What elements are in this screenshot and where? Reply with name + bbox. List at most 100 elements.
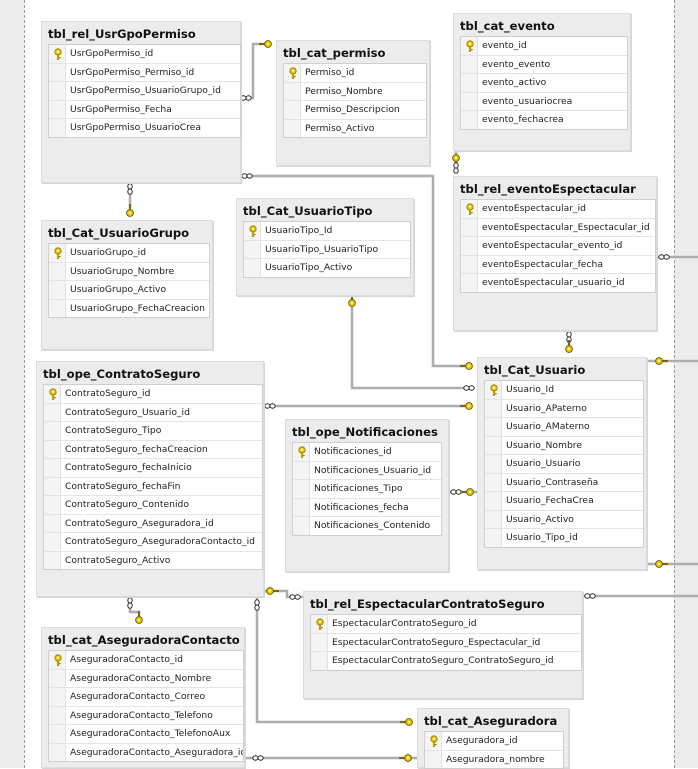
relationship-line[interactable] bbox=[130, 597, 139, 620]
table-title[interactable]: tbl_cat_evento bbox=[454, 17, 630, 36]
table-column[interactable]: Permiso_id bbox=[284, 64, 426, 83]
table-column[interactable]: evento_activo bbox=[461, 74, 627, 93]
table-title[interactable]: tbl_rel_EspectacularContratoSeguro bbox=[304, 595, 582, 614]
table-column[interactable]: Usuario_Nombre bbox=[485, 437, 643, 456]
column-name: Usuario_AMaterno bbox=[506, 418, 590, 437]
table-column[interactable]: AseguradoraContacto_id bbox=[49, 651, 243, 670]
table-column[interactable]: eventoEspectacular_Espectacular_id bbox=[461, 219, 655, 238]
table-column[interactable]: UsuarioGrupo_Activo bbox=[49, 281, 209, 300]
primary-key-icon bbox=[429, 735, 439, 747]
table-column[interactable]: evento_evento bbox=[461, 56, 627, 75]
table-column[interactable]: Aseguradora_id bbox=[425, 732, 563, 751]
table-column[interactable]: Aseguradora_nombre bbox=[425, 751, 563, 769]
column-name: Usuario_Activo bbox=[506, 511, 574, 530]
table-title[interactable]: tbl_ope_Notificaciones bbox=[286, 423, 448, 442]
table-column[interactable]: ContratoSeguro_Activo bbox=[44, 552, 262, 571]
table-column[interactable]: Usuario_Tipo_id bbox=[485, 529, 643, 548]
table-title[interactable]: tbl_rel_eventoEspectacular bbox=[454, 180, 656, 199]
table-column[interactable]: Usuario_Id bbox=[485, 381, 643, 400]
table-column[interactable]: ContratoSeguro_Usuario_id bbox=[44, 404, 262, 423]
table-column[interactable]: evento_id bbox=[461, 37, 627, 56]
relationship-line[interactable] bbox=[241, 44, 266, 98]
table-column[interactable]: UsuarioGrupo_id bbox=[49, 244, 209, 263]
table-column[interactable]: UsrGpoPermiso_UsuarioCrea bbox=[49, 119, 240, 138]
table-column[interactable]: eventoEspectacular_fecha bbox=[461, 256, 655, 275]
table-column[interactable]: ContratoSeguro_Aseguradora_id bbox=[44, 515, 262, 534]
relationship-line[interactable] bbox=[264, 591, 303, 597]
table-column[interactable]: ContratoSeguro_Tipo bbox=[44, 422, 262, 441]
table-column[interactable]: UsuarioGrupo_Nombre bbox=[49, 263, 209, 282]
table-column[interactable]: Notificaciones_Tipo bbox=[293, 480, 441, 499]
table-column[interactable]: Notificaciones_Contenido bbox=[293, 517, 441, 536]
table-column[interactable]: ContratoSeguro_id bbox=[44, 385, 262, 404]
table-column[interactable]: eventoEspectacular_evento_id bbox=[461, 237, 655, 256]
column-name: AseguradoraContacto_Nombre bbox=[70, 670, 211, 689]
table-column[interactable]: UsuarioTipo_Activo bbox=[244, 259, 410, 278]
many-end-infinity-icon bbox=[255, 600, 259, 610]
row-selector bbox=[49, 82, 66, 100]
table-column[interactable]: AseguradoraContacto_Telefono bbox=[49, 707, 243, 726]
table-column[interactable]: UsrGpoPermiso_Permiso_id bbox=[49, 64, 240, 83]
table-column[interactable]: EspectacularContratoSeguro_ContratoSegur… bbox=[311, 652, 581, 671]
table-column[interactable]: UsuarioGrupo_FechaCreacion bbox=[49, 300, 209, 319]
table-column[interactable]: AseguradoraContacto_Aseguradora_id bbox=[49, 744, 243, 763]
table-column[interactable]: evento_usuariocrea bbox=[461, 93, 627, 112]
table-column[interactable]: ContratoSeguro_fechaInicio bbox=[44, 459, 262, 478]
table-column[interactable]: ContratoSeguro_fechaFin bbox=[44, 478, 262, 497]
table-column[interactable]: Notificaciones_fecha bbox=[293, 499, 441, 518]
table-column[interactable]: UsuarioTipo_UsuarioTipo bbox=[244, 241, 410, 260]
table-column[interactable]: Usuario_FechaCrea bbox=[485, 492, 643, 511]
table-column[interactable]: ContratoSeguro_Contenido bbox=[44, 496, 262, 515]
relationship-line-halo bbox=[241, 44, 266, 98]
table-title[interactable]: tbl_Cat_Usuario bbox=[478, 361, 646, 380]
table-column[interactable]: Notificaciones_Usuario_id bbox=[293, 462, 441, 481]
table-column[interactable]: UsrGpoPermiso_UsuarioGrupo_id bbox=[49, 82, 240, 101]
table-title[interactable]: tbl_Cat_UsuarioGrupo bbox=[42, 224, 212, 243]
table-column[interactable]: AseguradoraContacto_TelefonoAux bbox=[49, 725, 243, 744]
table-column[interactable]: UsrGpoPermiso_id bbox=[49, 45, 240, 64]
table-column[interactable]: Usuario_Contraseña bbox=[485, 474, 643, 493]
table-column[interactable]: ContratoSeguro_AseguradoraContacto_id bbox=[44, 533, 262, 552]
table-column[interactable]: EspectacularContratoSeguro_id bbox=[311, 615, 581, 634]
table-column[interactable]: UsrGpoPermiso_Fecha bbox=[49, 101, 240, 120]
table-column[interactable]: EspectacularContratoSeguro_Espectacular_… bbox=[311, 634, 581, 653]
table-column[interactable]: Usuario_Usuario bbox=[485, 455, 643, 474]
table-column[interactable]: UsuarioTipo_Id bbox=[244, 222, 410, 241]
table-column[interactable]: Usuario_Activo bbox=[485, 511, 643, 530]
table-column[interactable]: Permiso_Nombre bbox=[284, 83, 426, 102]
relationship-line[interactable] bbox=[352, 298, 467, 388]
table-column[interactable]: Usuario_APaterno bbox=[485, 400, 643, 419]
table-column[interactable]: ContratoSeguro_fechaCreacion bbox=[44, 441, 262, 460]
table-title[interactable]: tbl_ope_ContratoSeguro bbox=[37, 365, 263, 384]
table-column[interactable]: AseguradoraContacto_Nombre bbox=[49, 670, 243, 689]
table-title[interactable]: tbl_rel_UsrGpoPermiso bbox=[42, 25, 240, 44]
table-column[interactable]: Usuario_AMaterno bbox=[485, 418, 643, 437]
row-selector bbox=[311, 652, 328, 670]
table-title[interactable]: tbl_cat_Aseguradora bbox=[418, 712, 568, 731]
table-column[interactable]: Permiso_Descripcion bbox=[284, 101, 426, 120]
table-column[interactable]: evento_fechacrea bbox=[461, 111, 627, 130]
table-column[interactable]: Permiso_Activo bbox=[284, 120, 426, 139]
table-title[interactable]: tbl_Cat_UsuarioTipo bbox=[237, 202, 413, 221]
table-column[interactable]: Notificaciones_id bbox=[293, 443, 441, 462]
table-column[interactable]: eventoEspectacular_usuario_id bbox=[461, 274, 655, 293]
table-column[interactable]: AseguradoraContacto_Correo bbox=[49, 688, 243, 707]
column-name: ContratoSeguro_fechaInicio bbox=[65, 459, 192, 478]
row-selector bbox=[49, 119, 66, 137]
table-column[interactable]: eventoEspectacular_id bbox=[461, 200, 655, 219]
table-title[interactable]: tbl_cat_permiso bbox=[277, 44, 429, 63]
table-title[interactable]: tbl_cat_AseguradoraContacto bbox=[42, 631, 244, 650]
